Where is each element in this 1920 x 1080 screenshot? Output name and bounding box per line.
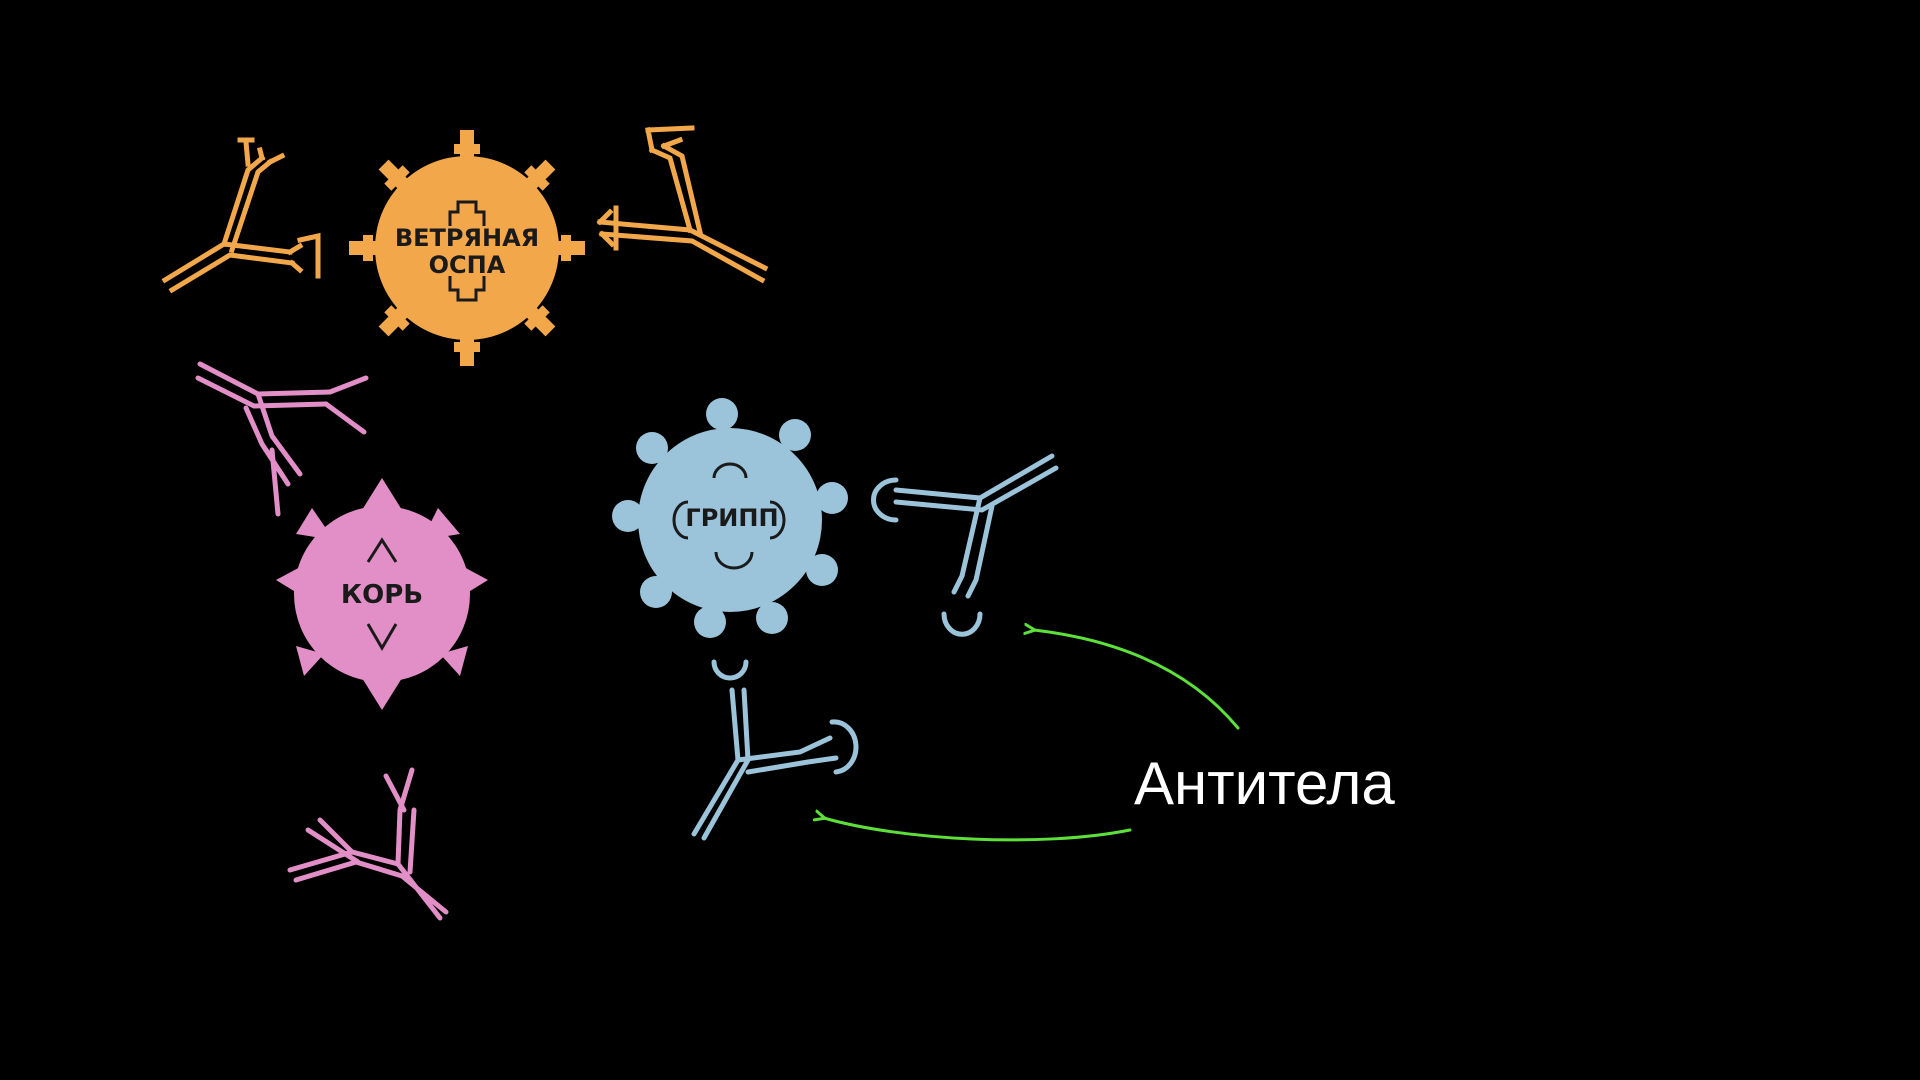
- chickenpox-label-line2: ОСПА: [429, 251, 506, 279]
- measles-body: [294, 506, 470, 682]
- arrow-to-bottom-antibody: [824, 818, 1132, 842]
- flu-bumps: [612, 398, 848, 638]
- chickenpox-antibody-left: [161, 137, 321, 294]
- chickenpox-cross-top: [448, 200, 486, 226]
- flu-receptor-bottom: [714, 551, 754, 570]
- flu-antibody-bottom: [691, 659, 859, 841]
- chickenpox-spikes: [349, 130, 585, 366]
- flu-body: [638, 428, 822, 612]
- flu-virus: ГРИПП: [612, 398, 848, 638]
- antibodies-caption: Антитела: [1134, 750, 1395, 817]
- flu-antibody-right: [871, 453, 1059, 637]
- chickenpox-body: [375, 156, 559, 340]
- measles-chevron-down: [366, 623, 398, 651]
- flu-receptor-left: [672, 500, 689, 540]
- chickenpox-cross-bottom: [448, 276, 486, 302]
- measles-label: КОРЬ: [341, 580, 423, 610]
- flu-receptor-right: [769, 500, 786, 540]
- measles-chevron-up: [366, 537, 398, 563]
- measles-virus: КОРЬ: [276, 478, 488, 710]
- chickenpox-antibody-right: [596, 125, 769, 284]
- chickenpox-virus: ВЕТРЯНАЯ ОСПА: [349, 130, 585, 366]
- arrow-to-right-antibody: [1034, 630, 1240, 730]
- flu-receptor-top: [712, 462, 748, 479]
- measles-antibody-bottom: [287, 767, 449, 921]
- chickenpox-label-line1: ВЕТРЯНАЯ: [395, 224, 539, 252]
- flu-label: ГРИПП: [685, 504, 778, 532]
- measles-antibody-top: [195, 361, 369, 517]
